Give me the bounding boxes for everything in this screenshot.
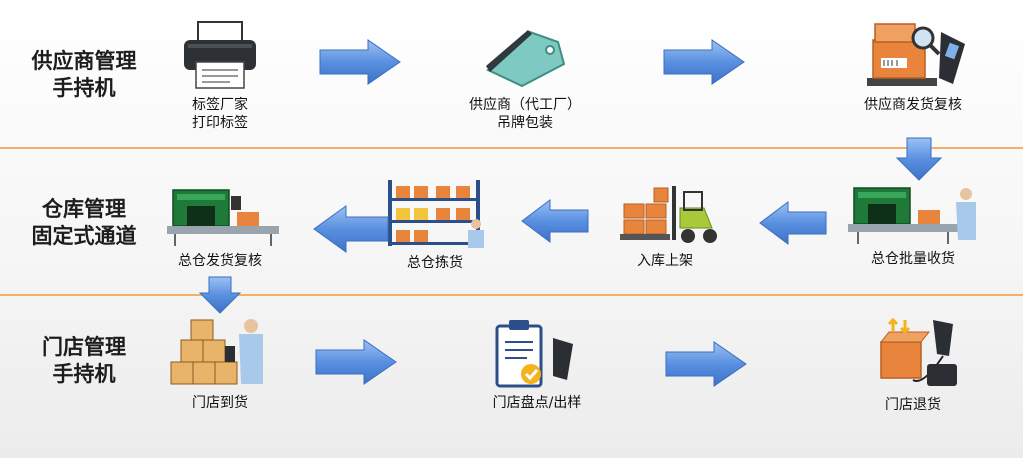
arrow-left-icon [759, 201, 827, 245]
stacked-boxes-icon [170, 319, 263, 385]
step-label-line1: 总仓拣货 [407, 255, 463, 271]
arrow-right-icon [319, 39, 401, 85]
rfid-tunnel-icon [848, 187, 976, 244]
warehouse-shelf-icon [388, 180, 484, 248]
clipboard-check-icon [495, 320, 573, 388]
return-box-scanner-icon [879, 317, 957, 386]
arrow-right-icon [315, 339, 397, 385]
step-inbound-shelving: 入库上架 [580, 182, 750, 270]
row-title-store: 门店管理 手持机 [14, 334, 154, 388]
row-divider-1 [0, 147, 1023, 149]
rfid-tunnel-icon [167, 189, 279, 246]
printer-icon [184, 21, 256, 89]
step-supplier-check: 供应商发货复核 [828, 18, 998, 114]
step-label-line1: 门店盘点/出样 [492, 395, 582, 411]
step-picking: 总仓拣货 [350, 176, 520, 272]
step-label-line2: 吊牌包装 [497, 115, 553, 131]
step-label-line1: 总仓批量收货 [871, 251, 955, 267]
arrow-down-icon [895, 137, 943, 181]
row-divider-2 [0, 294, 1023, 296]
step-bulk-receiving: 总仓批量收货 [828, 180, 998, 268]
row-title-line1: 门店管理 [42, 335, 126, 359]
step-label-line1: 门店到货 [192, 395, 248, 411]
row-title-line2: 手持机 [52, 76, 116, 100]
step-label-line1: 标签厂家 [192, 97, 248, 113]
step-label-line1: 供应商发货复核 [864, 97, 962, 113]
step-label-line1: 供应商（代工厂） [469, 97, 581, 113]
step-dispatch-check: 总仓发货复核 [135, 182, 305, 270]
step-label-printing: 标签厂家 打印标签 [135, 20, 305, 132]
step-label-line2: 打印标签 [192, 115, 248, 131]
hang-tag-icon [486, 30, 566, 88]
row-title-supplier: 供应商管理 手持机 [14, 48, 154, 102]
step-inventory: 门店盘点/出样 [452, 318, 622, 412]
step-label-line1: 总仓发货复核 [178, 253, 262, 269]
forklift-icon [620, 186, 717, 243]
row-title-line1: 供应商管理 [31, 49, 137, 73]
step-tag-packaging: 供应商（代工厂） 吊牌包装 [440, 20, 610, 132]
row-title-line2: 手持机 [52, 362, 116, 386]
arrow-right-icon [665, 341, 747, 387]
arrow-left-icon [313, 205, 389, 253]
arrow-left-icon [521, 199, 589, 243]
step-label-line1: 入库上架 [637, 253, 693, 269]
step-store-receiving: 门店到货 [135, 316, 305, 412]
arrow-down-icon [198, 276, 242, 314]
step-returns: 门店退货 [828, 316, 998, 414]
row-title-line1: 仓库管理 [42, 197, 126, 221]
row-title-warehouse: 仓库管理 固定式通道 [14, 196, 154, 250]
step-label-line1: 门店退货 [885, 397, 941, 413]
handheld-scanner-boxes-icon [867, 23, 965, 86]
arrow-right-icon [663, 39, 745, 85]
row-title-line2: 固定式通道 [31, 224, 137, 248]
